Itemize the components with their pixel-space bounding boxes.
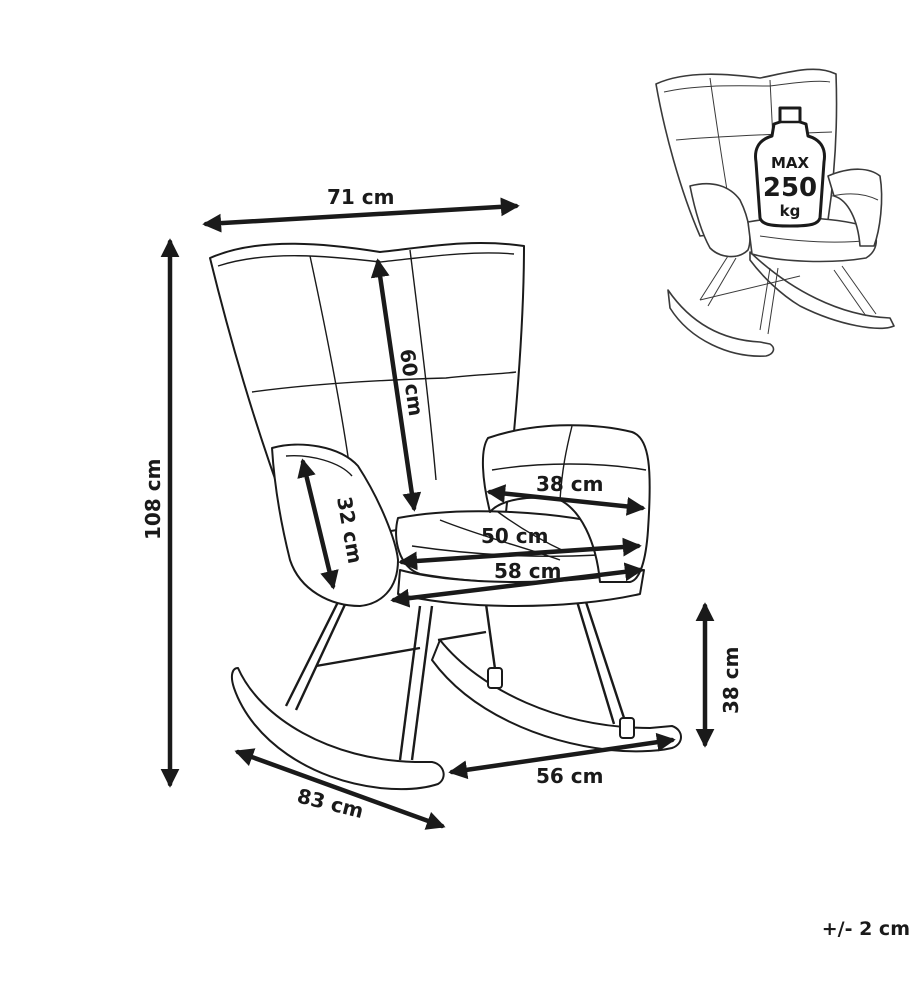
backrest-height-arrow xyxy=(370,258,422,512)
weight-icon xyxy=(754,106,826,228)
front-rocker xyxy=(230,667,445,791)
leg-front-right-inner xyxy=(398,605,422,761)
leg-crossbar xyxy=(315,646,421,668)
seat-depth-label: 50 cm xyxy=(481,524,549,548)
depth-label: 83 cm xyxy=(295,784,366,824)
main-chair-drawing xyxy=(209,242,682,791)
seat-width-label: 58 cm xyxy=(494,559,562,583)
width-arrow xyxy=(202,197,520,233)
width-label: 71 cm xyxy=(327,185,395,209)
max-load-badge: MAX 250 kg xyxy=(754,106,826,228)
rocker-bracket xyxy=(487,667,503,689)
armrest-height-arrow xyxy=(297,458,339,590)
back-rocker xyxy=(431,639,682,753)
leg-back-right-inner xyxy=(574,597,616,725)
tolerance-note: +/- 2 cm xyxy=(821,918,910,940)
leg-back-right xyxy=(582,595,628,725)
leg-front-right xyxy=(410,605,434,761)
height-label: 108 cm xyxy=(141,459,165,540)
leg-front-left xyxy=(284,597,342,707)
max-load-value: 250 xyxy=(763,173,817,203)
rocker-width-label: 56 cm xyxy=(536,764,604,788)
leg-crossbar-back xyxy=(437,630,487,642)
rocker-bracket-back xyxy=(619,717,635,739)
seat-depth-arrow xyxy=(398,537,642,571)
max-load-unit: kg xyxy=(780,202,801,220)
armrest-width-label: 38 cm xyxy=(536,472,604,496)
leg-back-left xyxy=(484,603,498,677)
seat-height-label: 38 cm xyxy=(719,647,743,715)
seat-width-arrow xyxy=(390,562,644,608)
dimension-arrows xyxy=(160,197,715,830)
depth-arrow xyxy=(234,748,446,830)
max-load-label: MAX xyxy=(771,154,810,172)
armrest-width-arrow xyxy=(486,484,646,516)
leg-front-left-inner xyxy=(294,597,350,711)
rocker-width-arrow xyxy=(448,732,676,780)
